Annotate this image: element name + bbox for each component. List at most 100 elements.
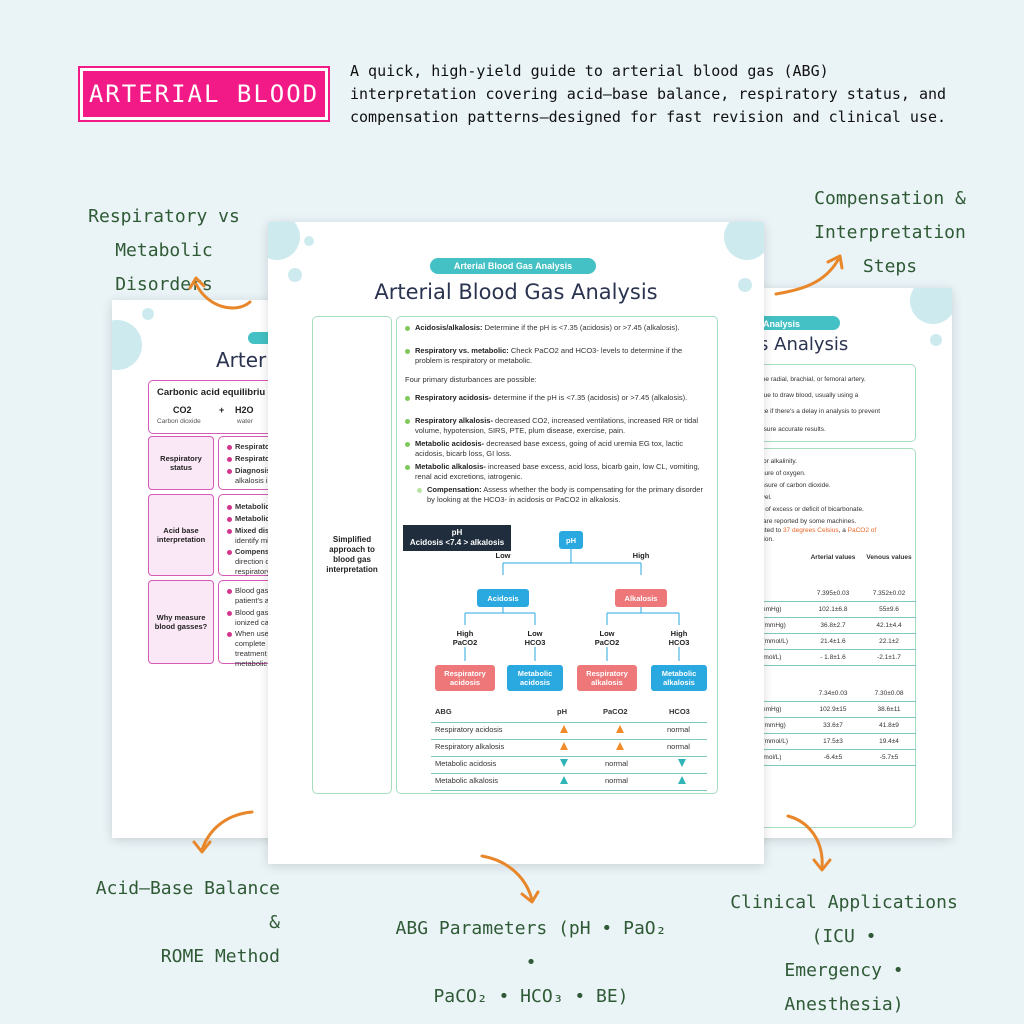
row-item: ionized cal bbox=[235, 618, 271, 627]
venous-value: 41.8±9 bbox=[879, 722, 899, 729]
flow-label-line: High bbox=[456, 629, 474, 638]
flow-label-line: HCO3 bbox=[524, 638, 546, 647]
abg-row-name: Metabolic acidosis bbox=[435, 759, 497, 768]
value-row-label: mmol/L) bbox=[758, 654, 782, 661]
right-line: ice if there's a delay in analysis to pr… bbox=[760, 408, 881, 415]
arterial-value: 102.1±6.8 bbox=[818, 606, 848, 613]
bullet-resp-acidosis: Respiratory acidosis- determine if the p… bbox=[415, 393, 711, 403]
paw-print-icon bbox=[930, 334, 942, 346]
callout-acid-base: Acid–Base Balance & ROME Method bbox=[80, 872, 280, 974]
callout-line: Metabolic Disorders bbox=[115, 240, 213, 295]
side-label-box: Simplified approach to blood gas interpr… bbox=[312, 316, 392, 794]
right-line: essure of carbon dioxide. bbox=[758, 482, 831, 489]
row-item: Respirator bbox=[235, 454, 273, 463]
callout-line: ROME Method bbox=[160, 946, 280, 967]
row-label-respiratory-status: Respiratory status bbox=[148, 436, 214, 490]
flow-node-line: acidosis bbox=[449, 678, 480, 687]
abg-row-divider bbox=[431, 756, 707, 757]
arterial-value: 7.34±0.03 bbox=[818, 690, 848, 697]
abg-cell-normal: normal bbox=[605, 776, 628, 785]
sheet-center: Arterial Blood Gas Analysis Arterial Blo… bbox=[268, 222, 764, 864]
abg-row-divider bbox=[431, 773, 707, 774]
abg-row-divider bbox=[431, 739, 707, 740]
right-line-highlight: 37 degrees Celsius bbox=[782, 527, 839, 534]
abg-row-divider bbox=[431, 722, 707, 723]
flow-node-line: alkalosis bbox=[591, 678, 623, 687]
arterial-value: 33.6±7 bbox=[823, 722, 843, 729]
callout-line: Interpretation Steps bbox=[814, 222, 966, 277]
value-row-label: ₂ (mmHg) bbox=[758, 722, 786, 729]
paw-print-icon bbox=[724, 222, 764, 260]
title-badge: ARTERIAL BLOOD bbox=[80, 68, 328, 120]
right-pill: Analysis bbox=[740, 316, 840, 330]
callout-resp-vs-met: Respiratory vs Metabolic Disorders bbox=[78, 200, 250, 302]
venous-value: 42.1±4.4 bbox=[876, 622, 902, 629]
value-row-label: ₃ (mmol/L) bbox=[758, 738, 789, 745]
intro-text: A quick, high-yield guide to arterial bl… bbox=[350, 62, 947, 126]
flow-label-line: PaCO2 bbox=[452, 638, 478, 647]
ph-summary-title: pH bbox=[451, 528, 463, 537]
callout-parameters: ABG Parameters (pH • PaO₂ • PaCO₂ • HCO₃… bbox=[394, 912, 668, 1014]
abg-row-name: Respiratory acidosis bbox=[435, 725, 503, 734]
flow-node-line: Respiratory bbox=[586, 669, 628, 678]
arterial-value: 21.4±1.6 bbox=[820, 638, 846, 645]
equation-term-co2-name: Carbon dioxide bbox=[157, 418, 201, 425]
bullet-bold: Acidosis/alkalosis: bbox=[415, 323, 483, 332]
right-line-colored: ected to 37 degrees Celsius, a PaCO2 of bbox=[758, 526, 876, 536]
right-line-part: ected to bbox=[758, 527, 783, 534]
bullet-text: increased base excess, acid loss, bicarb… bbox=[415, 462, 700, 481]
row-item: Blood gas bbox=[235, 586, 269, 595]
right-line-part: , a bbox=[838, 527, 848, 534]
row-divider bbox=[740, 649, 916, 650]
abg-row-name: Metabolic alkalosis bbox=[435, 776, 498, 785]
arrow-icon bbox=[480, 854, 540, 904]
center-heading: Arterial Blood Gas Analysis bbox=[374, 280, 658, 304]
row-item: direction o bbox=[235, 557, 270, 566]
right-line: evel. bbox=[758, 494, 772, 501]
arrow-up-icon bbox=[616, 742, 624, 750]
arterial-value: -6.4±5 bbox=[823, 754, 843, 761]
row-item: Blood gase bbox=[235, 608, 273, 617]
right-line: the radial, brachial, or femoral artery. bbox=[760, 376, 866, 383]
callout-line: Compensation & bbox=[814, 188, 966, 209]
value-row-label: mmol/L) bbox=[758, 754, 782, 761]
bullet-text: decreased base excess, going of acid ure… bbox=[415, 439, 684, 458]
four-primary: Four primary disturbances are possible: bbox=[405, 375, 537, 384]
bullet-met-alkalosis: Metabolic alkalosis- increased base exce… bbox=[415, 462, 711, 482]
abg-cell-normal: normal bbox=[667, 725, 690, 734]
abg-row-divider bbox=[431, 790, 707, 791]
row-item: treatment bbox=[235, 649, 267, 658]
equation-plus: + bbox=[219, 405, 225, 415]
flow-label-line: High bbox=[670, 629, 688, 638]
paw-print-icon bbox=[738, 278, 752, 292]
row-divider bbox=[740, 765, 916, 766]
row-divider bbox=[740, 717, 916, 718]
row-item: complete b bbox=[235, 639, 272, 648]
value-row-label: ₂ (mmHg) bbox=[758, 622, 786, 629]
paw-print-icon bbox=[142, 308, 154, 320]
venous-value: -5.7±5 bbox=[879, 754, 899, 761]
callout-line: PaCO₂ • HCO₃ • BE) bbox=[433, 986, 629, 1007]
arrow-icon bbox=[188, 276, 252, 310]
flowchart-connectors bbox=[464, 549, 680, 661]
venous-value: 22.1±2 bbox=[879, 638, 899, 645]
right-line: nsure accurate results. bbox=[760, 426, 826, 433]
center-pill: Arterial Blood Gas Analysis bbox=[430, 258, 596, 274]
row-item: metabolic bbox=[235, 659, 268, 668]
flow-node-line: Metabolic bbox=[661, 669, 697, 678]
flow-label-line: Low bbox=[527, 629, 543, 638]
callout-clinical: Clinical Applications (ICU • Emergency •… bbox=[728, 886, 960, 1022]
bullet-text: Check PaCO2 and HCO3- levels to determin… bbox=[415, 346, 683, 365]
bullet-bold: Respiratory acidosis- bbox=[415, 393, 492, 402]
row-item: alkalosis in bbox=[235, 476, 272, 485]
callout-line: ABG Parameters (pH • PaO₂ • bbox=[395, 918, 667, 973]
row-label-acid-base: Acid base interpretation bbox=[148, 494, 214, 576]
bullet-bold: Respiratory alkalosis- bbox=[415, 416, 493, 425]
equation-term-h2o-name: water bbox=[237, 418, 253, 425]
bullet-text: Determine if the pH is <7.35 (acidosis) … bbox=[482, 323, 680, 332]
row-item: Mixed diso bbox=[235, 526, 274, 535]
